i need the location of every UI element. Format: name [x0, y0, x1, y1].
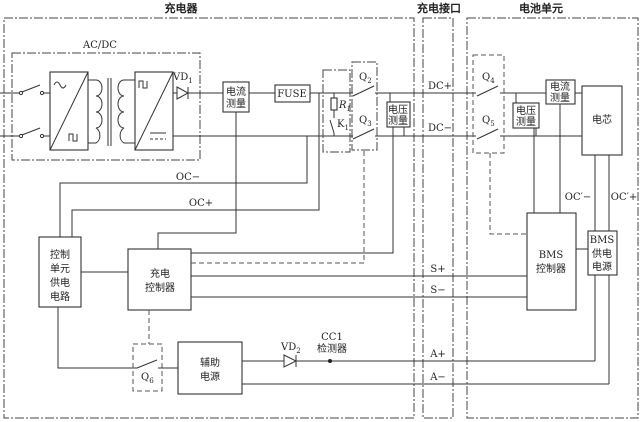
oc-minus-wire	[59, 136, 308, 237]
control-power-label-1: 控制	[50, 248, 70, 261]
precharge-boundary	[322, 69, 351, 153]
control-power-label-2: 单元	[50, 263, 70, 275]
bms-controller-label-1: BMS	[539, 250, 564, 261]
charger-voltage-measure-box	[386, 101, 411, 128]
battery-voltage-measure-label-2: 测量	[516, 115, 536, 128]
ac-input-switch-upper-icon	[0, 84, 50, 96]
charger-current-measure-box	[222, 81, 250, 113]
bms-controller-label-2: 控制器	[536, 262, 566, 275]
battery-voltage-measure-box	[512, 102, 540, 129]
control-power-to-q6-wire	[57, 307, 137, 369]
battery-title: 电池单元	[519, 1, 563, 15]
battery-voltage-measure-label: 电压	[516, 104, 536, 117]
charger-voltage-measure-label: 电压	[388, 103, 408, 116]
aux-power-box	[177, 341, 243, 395]
dc-minus-label: DC−	[428, 123, 452, 134]
q5-label: Q5	[482, 115, 495, 128]
fuse-box	[274, 84, 311, 103]
switch-q2-icon	[352, 85, 375, 97]
oc-prime-plus-label: OC′+	[611, 192, 638, 203]
dc-plus-label: DC+	[428, 81, 452, 92]
battery-current-measure-box	[545, 79, 576, 105]
s-plus-label: S+	[430, 264, 445, 275]
battery-current-measure-label-2: 测量	[550, 91, 570, 104]
bms-controller-box	[526, 212, 577, 311]
q2-label: Q2	[359, 72, 372, 85]
rectifier-converter-icon	[49, 71, 89, 151]
r1-label: R1	[338, 100, 351, 113]
cc1-detection-point-icon	[328, 359, 332, 363]
bms-power-label-3: 电源	[592, 260, 612, 273]
interface-title: 充电接口	[417, 1, 461, 15]
q4-label: Q4	[482, 72, 495, 85]
aux-power-label-2: 电源	[200, 370, 220, 383]
control-power-label-3: 供电	[50, 276, 70, 289]
control-power-box	[38, 236, 82, 308]
bms-power-box	[587, 230, 618, 276]
switch-q4-icon	[476, 85, 499, 97]
oc-minus-label: OC−	[176, 172, 200, 183]
q4-q5-control-wire	[489, 153, 527, 235]
dc-converter-icon	[134, 71, 174, 151]
switch-q3-icon	[352, 128, 375, 140]
charger-title: 充电器	[165, 1, 199, 15]
a-minus-label: A−	[429, 372, 446, 383]
resistor-r1-icon	[330, 97, 338, 111]
q2-q3-control-wire	[191, 150, 365, 264]
battery-cell-box	[581, 85, 623, 156]
bms-power-label-1: BMS	[590, 235, 615, 246]
q3-label: Q3	[359, 115, 372, 128]
charger-current-measure-label-2: 测量	[226, 97, 246, 110]
bms-power-label-2: 供电	[592, 247, 612, 260]
battery-cell-label: 电芯	[592, 113, 612, 126]
fuse-label: FUSE	[277, 89, 307, 100]
current-sense-wire	[157, 112, 237, 249]
battery-boundary	[466, 17, 639, 419]
ac-input-switch-lower-icon	[0, 127, 50, 139]
diode-vd1-icon	[173, 86, 190, 100]
oc-plus-wire	[71, 93, 320, 237]
switch-k1-icon	[329, 119, 335, 134]
k1-label: K1	[337, 119, 349, 132]
cc1-label: CC1	[321, 332, 343, 343]
voltage-sense-wire	[191, 127, 394, 254]
acdc-label: AC/DC	[82, 40, 117, 51]
s-minus-label: S−	[430, 285, 445, 296]
aux-power-label-1: 辅助	[200, 356, 220, 369]
interface-boundary	[422, 17, 454, 419]
oc-prime-minus-label: OC′−	[565, 192, 592, 203]
oc-plus-label: OC+	[189, 198, 213, 209]
vd1-label: VD1	[172, 72, 193, 85]
vd2-label: VD2	[280, 342, 301, 355]
battery-current-measure-label: 电流	[550, 80, 570, 93]
q2-q3-boundary	[351, 61, 378, 151]
transformer-icon	[88, 78, 135, 146]
switch-q5-icon	[476, 128, 499, 140]
charge-controller-label-2: 控制器	[145, 281, 175, 294]
charge-controller-box	[127, 248, 192, 311]
diode-vd2-icon	[283, 354, 298, 368]
acdc-module-boundary	[11, 52, 201, 161]
q4-q5-boundary	[472, 54, 505, 154]
a-plus-label: A+	[429, 349, 446, 360]
q6-label: Q6	[141, 372, 154, 385]
charger-current-measure-label: 电流	[226, 85, 246, 98]
control-power-label-4: 电路	[50, 290, 70, 303]
charge-controller-label-1: 充电	[150, 267, 170, 280]
cc1-detector-label: 检测器	[317, 342, 347, 355]
switch-q6-icon	[136, 359, 158, 369]
charger-voltage-measure-label-2: 测量	[388, 114, 408, 127]
